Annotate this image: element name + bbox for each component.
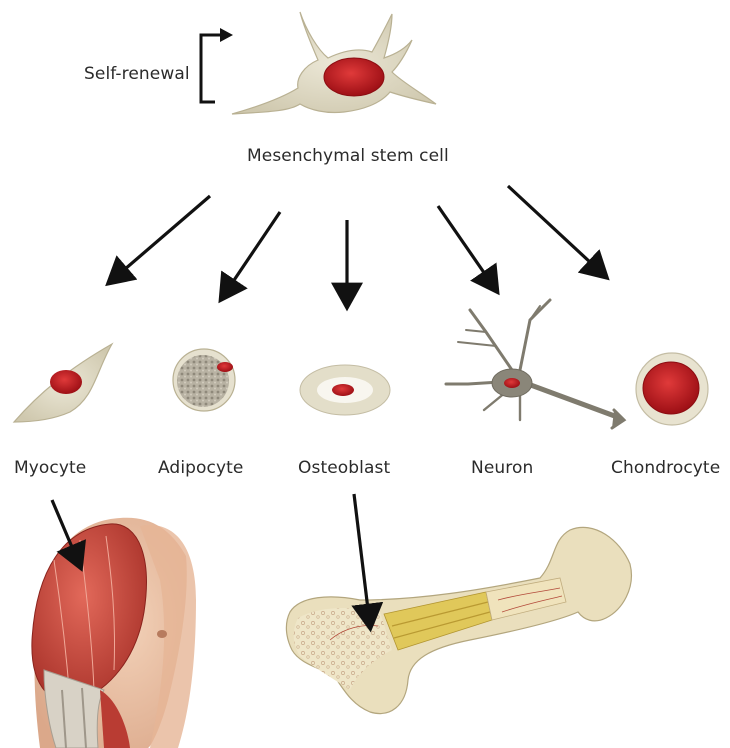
cartilage-cell-icon xyxy=(636,353,708,425)
fat-cell-icon xyxy=(173,349,235,411)
osteoblast-label: Osteoblast xyxy=(298,458,390,478)
stem-cell-label: Mesenchymal stem cell xyxy=(247,146,449,166)
chondrocyte-label: Chondrocyte xyxy=(611,458,720,478)
spindle-cell-icon xyxy=(14,344,112,422)
neuron-icon xyxy=(446,300,624,428)
arrow-to-myocyte xyxy=(110,196,210,282)
arm-muscle-icon xyxy=(32,518,196,748)
neuron-label: Neuron xyxy=(471,458,533,478)
bone-cell-icon xyxy=(300,365,390,415)
adipocyte-label: Adipocyte xyxy=(158,458,243,478)
myocyte-label: Myocyte xyxy=(14,458,86,478)
arrow-to-adipocyte xyxy=(222,212,280,298)
mesenchymal-stem-cell-icon xyxy=(232,12,436,114)
differentiation-arrows xyxy=(110,186,605,305)
self-renewal-arrow xyxy=(201,28,233,102)
self-renewal-label: Self-renewal xyxy=(84,64,190,84)
arrow-to-chondrocyte xyxy=(508,186,605,276)
femur-bone-icon xyxy=(286,527,631,713)
arrow-to-neuron xyxy=(438,206,496,290)
